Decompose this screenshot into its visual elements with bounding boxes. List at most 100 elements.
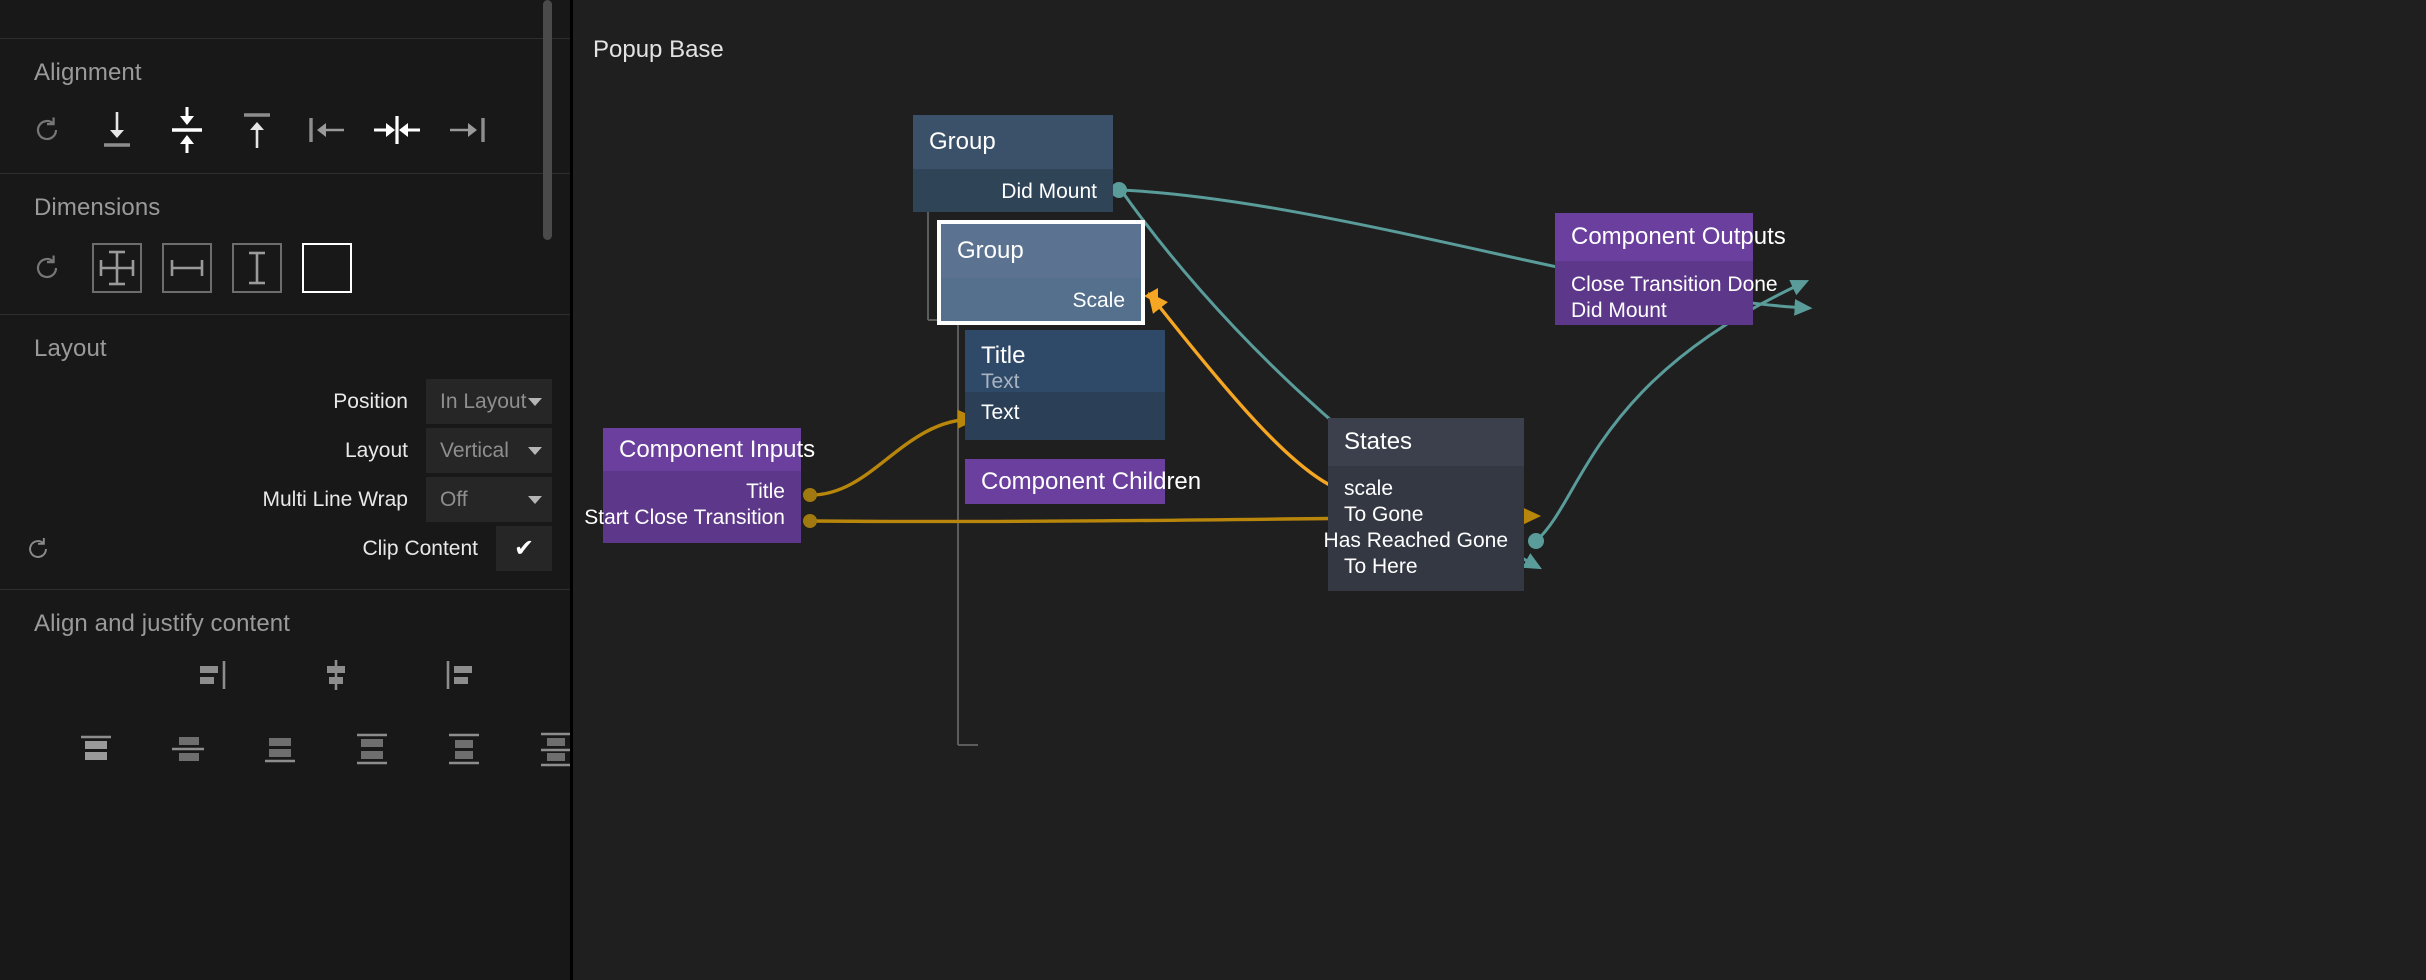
- node-header: States: [1328, 418, 1524, 466]
- size-fixed-icon[interactable]: [292, 233, 362, 303]
- chevron-down-icon: [528, 495, 542, 504]
- node-subtitle: Text: [981, 369, 1020, 393]
- layout-section-title: Layout: [34, 335, 107, 362]
- port-dot-did-mount: [1111, 182, 1127, 198]
- divider: [0, 589, 570, 590]
- node-states[interactable]: States scale To Gone Has Reached Gone To…: [1324, 418, 1524, 591]
- align-justify-section-title: Align and justify content: [34, 610, 290, 637]
- position-select[interactable]: In Layout: [426, 379, 552, 424]
- edge-scale-to-group-scale: [1147, 291, 1339, 491]
- node-body: Scale: [941, 278, 1141, 321]
- size-width-icon[interactable]: [152, 233, 222, 303]
- layout-select[interactable]: Vertical: [426, 428, 552, 473]
- section-alignment: Alignment: [0, 39, 570, 173]
- node-title: Group: [929, 128, 996, 156]
- multi-line-wrap-value: Off: [440, 487, 468, 511]
- port-in-did-mount[interactable]: Did Mount: [1571, 299, 1667, 322]
- node-title: States: [1344, 428, 1413, 456]
- panel-top-strip: [0, 0, 570, 38]
- divider: [0, 38, 570, 39]
- align-content-space-between-icon[interactable]: [344, 721, 400, 777]
- reset-clip-content-icon[interactable]: [12, 534, 64, 564]
- node-group-child[interactable]: Group Scale: [937, 220, 1145, 325]
- justify-content-center-icon[interactable]: [308, 647, 364, 703]
- align-vertical-center-icon[interactable]: [152, 95, 222, 165]
- panel-scrollbar-thumb[interactable]: [543, 0, 552, 240]
- size-height-icon[interactable]: [222, 233, 292, 303]
- port-in-text[interactable]: Text: [981, 401, 1020, 424]
- clip-content-checkbox[interactable]: ✔: [496, 526, 552, 571]
- port-out-has-reached-gone[interactable]: Has Reached Gone: [1323, 529, 1508, 552]
- node-header: Group: [913, 115, 1113, 169]
- size-both-icon[interactable]: [82, 233, 152, 303]
- justify-content-start-icon[interactable]: [186, 647, 242, 703]
- port-out-did-mount[interactable]: Did Mount: [1001, 180, 1097, 203]
- node-component-outputs[interactable]: Component Outputs Close Transition Done …: [1555, 213, 1786, 325]
- align-content-space-evenly-icon[interactable]: [528, 721, 570, 777]
- hierarchy-tree-guides: [927, 212, 978, 746]
- chevron-down-icon: [528, 397, 542, 406]
- port-dot-title: [803, 488, 817, 502]
- align-content-start-icon[interactable]: [68, 721, 124, 777]
- field-row-position: Position In Layout: [0, 379, 570, 424]
- align-right-icon[interactable]: [432, 95, 502, 165]
- field-row-multi-line-wrap: Multi Line Wrap Off: [0, 477, 570, 522]
- alignment-icon-row: [0, 87, 570, 173]
- multi-line-wrap-select[interactable]: Off: [426, 477, 552, 522]
- port-in-scale[interactable]: scale: [1344, 477, 1394, 500]
- port-out-start-close-transition[interactable]: Start Close Transition: [584, 506, 785, 529]
- align-left-icon[interactable]: [292, 95, 362, 165]
- node-body: Text: [965, 392, 1165, 440]
- align-content-center-icon[interactable]: [160, 721, 216, 777]
- align-bottom-icon[interactable]: [82, 95, 152, 165]
- port-in-to-gone[interactable]: To Gone: [1344, 503, 1424, 526]
- node-header: Component Outputs: [1555, 213, 1786, 261]
- section-dimensions: Dimensions: [0, 174, 570, 314]
- port-dot-has-reached-gone: [1528, 533, 1544, 549]
- port-in-to-here[interactable]: To Here: [1344, 555, 1418, 578]
- node-body: Close Transition Done Did Mount: [1555, 261, 1778, 325]
- port-in-close-transition-done[interactable]: Close Transition Done: [1571, 273, 1778, 296]
- node-body: scale To Gone Has Reached Gone To Here: [1324, 466, 1524, 591]
- align-content-row: [0, 712, 570, 786]
- reset-dimensions-icon[interactable]: [12, 233, 82, 303]
- divider: [0, 314, 570, 315]
- field-row-layout: Layout Vertical: [0, 428, 570, 473]
- align-content-end-icon[interactable]: [252, 721, 308, 777]
- node-header: Group: [941, 224, 1141, 278]
- justify-content-row: [0, 638, 570, 712]
- node-title: Group: [957, 237, 1024, 265]
- edge-title-to-text: [810, 409, 979, 497]
- layout-label: Layout: [344, 438, 408, 462]
- alignment-section-title: Alignment: [34, 59, 142, 86]
- node-component-children[interactable]: Component Children: [965, 459, 1202, 504]
- align-content-space-around-icon[interactable]: [436, 721, 492, 777]
- divider: [0, 173, 570, 174]
- check-icon: ✔: [513, 534, 535, 562]
- dimensions-icon-row: [0, 222, 570, 314]
- section-align-justify: Align and justify content: [0, 590, 570, 786]
- clip-content-label: Clip Content: [362, 536, 478, 560]
- node-title: Component Inputs: [619, 435, 816, 463]
- node-title-text[interactable]: Title Text Text: [965, 330, 1165, 440]
- reset-alignment-icon[interactable]: [12, 95, 82, 165]
- layout-value: Vertical: [440, 438, 509, 462]
- chevron-down-icon: [528, 446, 542, 455]
- justify-content-end-icon[interactable]: [430, 647, 486, 703]
- panel-scrollbar[interactable]: [543, 0, 552, 980]
- node-body: Title Start Close Transition: [584, 471, 801, 543]
- node-body: Did Mount: [913, 169, 1113, 212]
- arrow-into-scale: [1144, 288, 1158, 304]
- node-header: Title Text: [965, 330, 1165, 393]
- align-top-icon[interactable]: [222, 95, 292, 165]
- port-dot-start-close-transition: [803, 514, 817, 528]
- node-title: Component Children: [981, 467, 1202, 495]
- node-component-inputs[interactable]: Component Inputs Title Start Close Trans…: [584, 428, 816, 543]
- node-title: Title: [981, 342, 1026, 369]
- port-out-title[interactable]: Title: [746, 480, 785, 503]
- position-label: Position: [333, 389, 408, 413]
- align-horizontal-center-icon[interactable]: [362, 95, 432, 165]
- node-group-root[interactable]: Group Did Mount: [913, 115, 1113, 212]
- node-graph-canvas[interactable]: Popup Base: [573, 0, 2426, 980]
- port-in-scale[interactable]: Scale: [1072, 289, 1125, 312]
